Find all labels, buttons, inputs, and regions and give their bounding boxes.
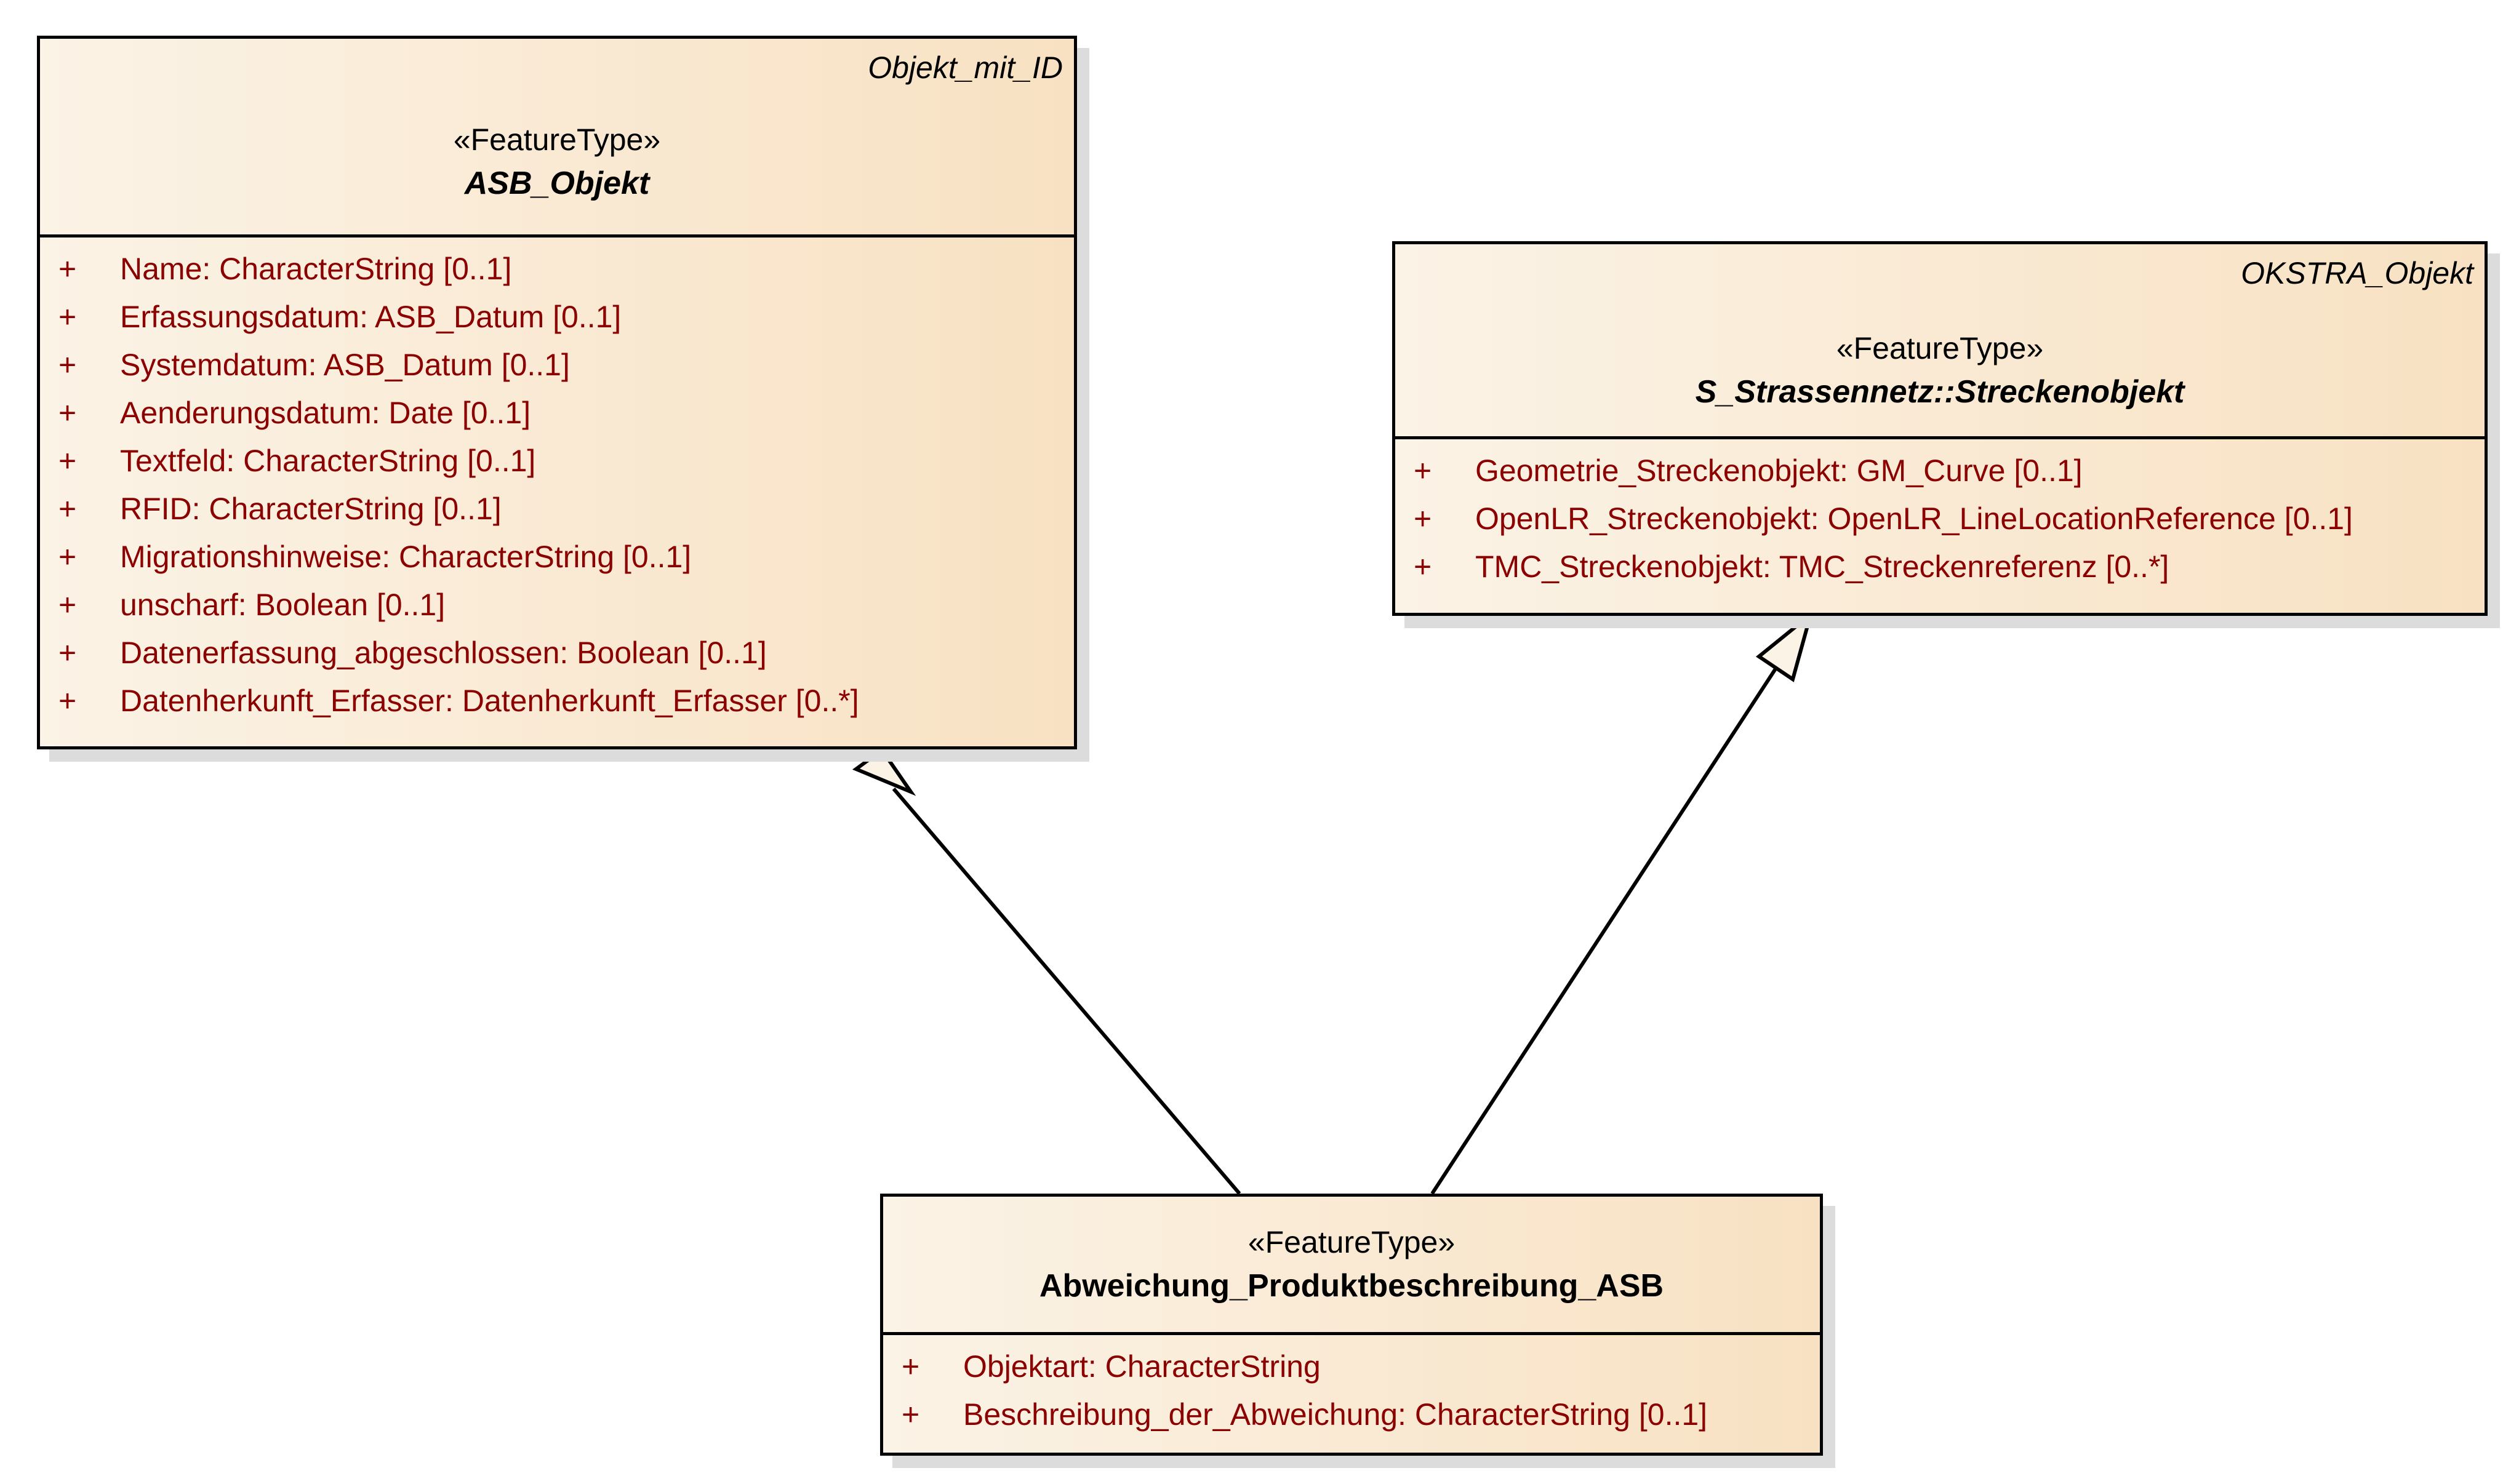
stereotype: «FeatureType»	[1836, 331, 2044, 365]
attribute-text: Beschreibung_der_Abweichung: CharacterSt…	[963, 1397, 1708, 1432]
attribute-list: + Geometrie_Streckenobjekt: GM_Curve [0..…	[1395, 439, 2485, 591]
class-header: OKSTRA_Objekt «FeatureType» S_Strassenne…	[1395, 244, 2485, 439]
visibility-marker: +	[58, 684, 77, 718]
generalization-arrowhead-asb	[852, 747, 916, 796]
attribute-list: + Objektart: CharacterString + Beschreibung…	[883, 1335, 1820, 1438]
visibility-marker: +	[58, 300, 77, 334]
class-header: «FeatureType» Abweichung_Produktbeschrei…	[883, 1197, 1820, 1335]
visibility-marker: +	[58, 444, 77, 478]
attribute-text: Aenderungsdatum: Date [0..1]	[120, 396, 531, 430]
attribute-row: + Aenderungsdatum: Date [0..1]	[40, 389, 1074, 437]
attribute-row: + unscharf: Boolean [0..1]	[40, 581, 1074, 629]
attribute-row: + Datenerfassung_abgeschlossen: Boolean […	[40, 629, 1074, 677]
attribute-row: + OpenLR_Streckenobjekt: OpenLR_LineLocat…	[1395, 495, 2485, 543]
visibility-marker: +	[1414, 501, 1432, 536]
visibility-marker: +	[58, 588, 77, 622]
attribute-text: Datenherkunft_Erfasser: Datenherkunft_Er…	[120, 684, 859, 718]
attribute-row: + Textfeld: CharacterString [0..1]	[40, 437, 1074, 485]
attribute-row: + Migrationshinweise: CharacterString [0.…	[40, 533, 1074, 581]
visibility-marker: +	[58, 540, 77, 574]
generalization-line-asb	[892, 788, 1241, 1195]
parent-class-label: OKSTRA_Objekt	[2241, 256, 2473, 290]
attribute-text: OpenLR_Streckenobjekt: OpenLR_LineLocati…	[1475, 501, 2353, 536]
attribute-row: + Geometrie_Streckenobjekt: GM_Curve [0..…	[1395, 447, 2485, 495]
attribute-text: unscharf: Boolean [0..1]	[120, 588, 446, 622]
attribute-text: RFID: CharacterString [0..1]	[120, 492, 502, 526]
attribute-text: Systemdatum: ASB_Datum [0..1]	[120, 348, 570, 382]
parent-class-label: Objekt_mit_ID	[868, 50, 1063, 85]
attribute-text: Erfassungsdatum: ASB_Datum [0..1]	[120, 300, 622, 334]
visibility-marker: +	[1414, 453, 1432, 488]
visibility-marker: +	[1414, 549, 1432, 584]
attribute-row: + Name: CharacterString [0..1]	[40, 245, 1074, 293]
attribute-text: Migrationshinweise: CharacterString [0..…	[120, 540, 692, 574]
visibility-marker: +	[58, 492, 77, 526]
visibility-marker: +	[58, 396, 77, 430]
class-header: Objekt_mit_ID «FeatureType» ASB_Objekt	[40, 39, 1074, 237]
attribute-row: + Erfassungsdatum: ASB_Datum [0..1]	[40, 293, 1074, 341]
attribute-row: + TMC_Streckenobjekt: TMC_Streckenreferen…	[1395, 543, 2485, 591]
attribute-text: TMC_Streckenobjekt: TMC_Streckenreferenz…	[1475, 549, 2169, 584]
attribute-text: Geometrie_Streckenobjekt: GM_Curve [0..1…	[1475, 453, 2083, 488]
visibility-marker: +	[58, 348, 77, 382]
generalization-arrowhead-strecke	[1755, 609, 1814, 682]
attribute-text: Objektart: CharacterString	[963, 1349, 1321, 1384]
class-name: ASB_Objekt	[464, 166, 650, 201]
attribute-text: Textfeld: CharacterString [0..1]	[120, 444, 536, 478]
attribute-list: + Name: CharacterString [0..1] + Erfassungs…	[40, 237, 1074, 725]
visibility-marker: +	[902, 1349, 920, 1384]
stereotype: «FeatureType»	[453, 122, 661, 157]
visibility-marker: +	[902, 1397, 920, 1432]
attribute-row: + RFID: CharacterString [0..1]	[40, 485, 1074, 533]
stereotype: «FeatureType»	[1247, 1225, 1456, 1259]
class-streckenobjekt[interactable]: OKSTRA_Objekt «FeatureType» S_Strassenne…	[1392, 241, 2488, 616]
class-asb-objekt[interactable]: Objekt_mit_ID «FeatureType» ASB_Objekt +…	[37, 36, 1077, 749]
attribute-row: + Objektart: CharacterString	[883, 1342, 1820, 1390]
class-name: Abweichung_Produktbeschreibung_ASB	[1039, 1268, 1664, 1304]
attribute-text: Datenerfassung_abgeschlossen: Boolean [0…	[120, 636, 767, 670]
generalization-line-strecke	[1430, 666, 1779, 1195]
attribute-row: + Datenherkunft_Erfasser: Datenherkunft_E…	[40, 677, 1074, 725]
attribute-row: + Beschreibung_der_Abweichung: CharacterS…	[883, 1390, 1820, 1438]
visibility-marker: +	[58, 636, 77, 670]
attribute-row: + Systemdatum: ASB_Datum [0..1]	[40, 341, 1074, 389]
visibility-marker: +	[58, 252, 77, 286]
class-name: S_Strassennetz::Streckenobjekt	[1695, 374, 2185, 410]
class-abweichung[interactable]: «FeatureType» Abweichung_Produktbeschrei…	[880, 1194, 1823, 1456]
attribute-text: Name: CharacterString [0..1]	[120, 252, 512, 286]
